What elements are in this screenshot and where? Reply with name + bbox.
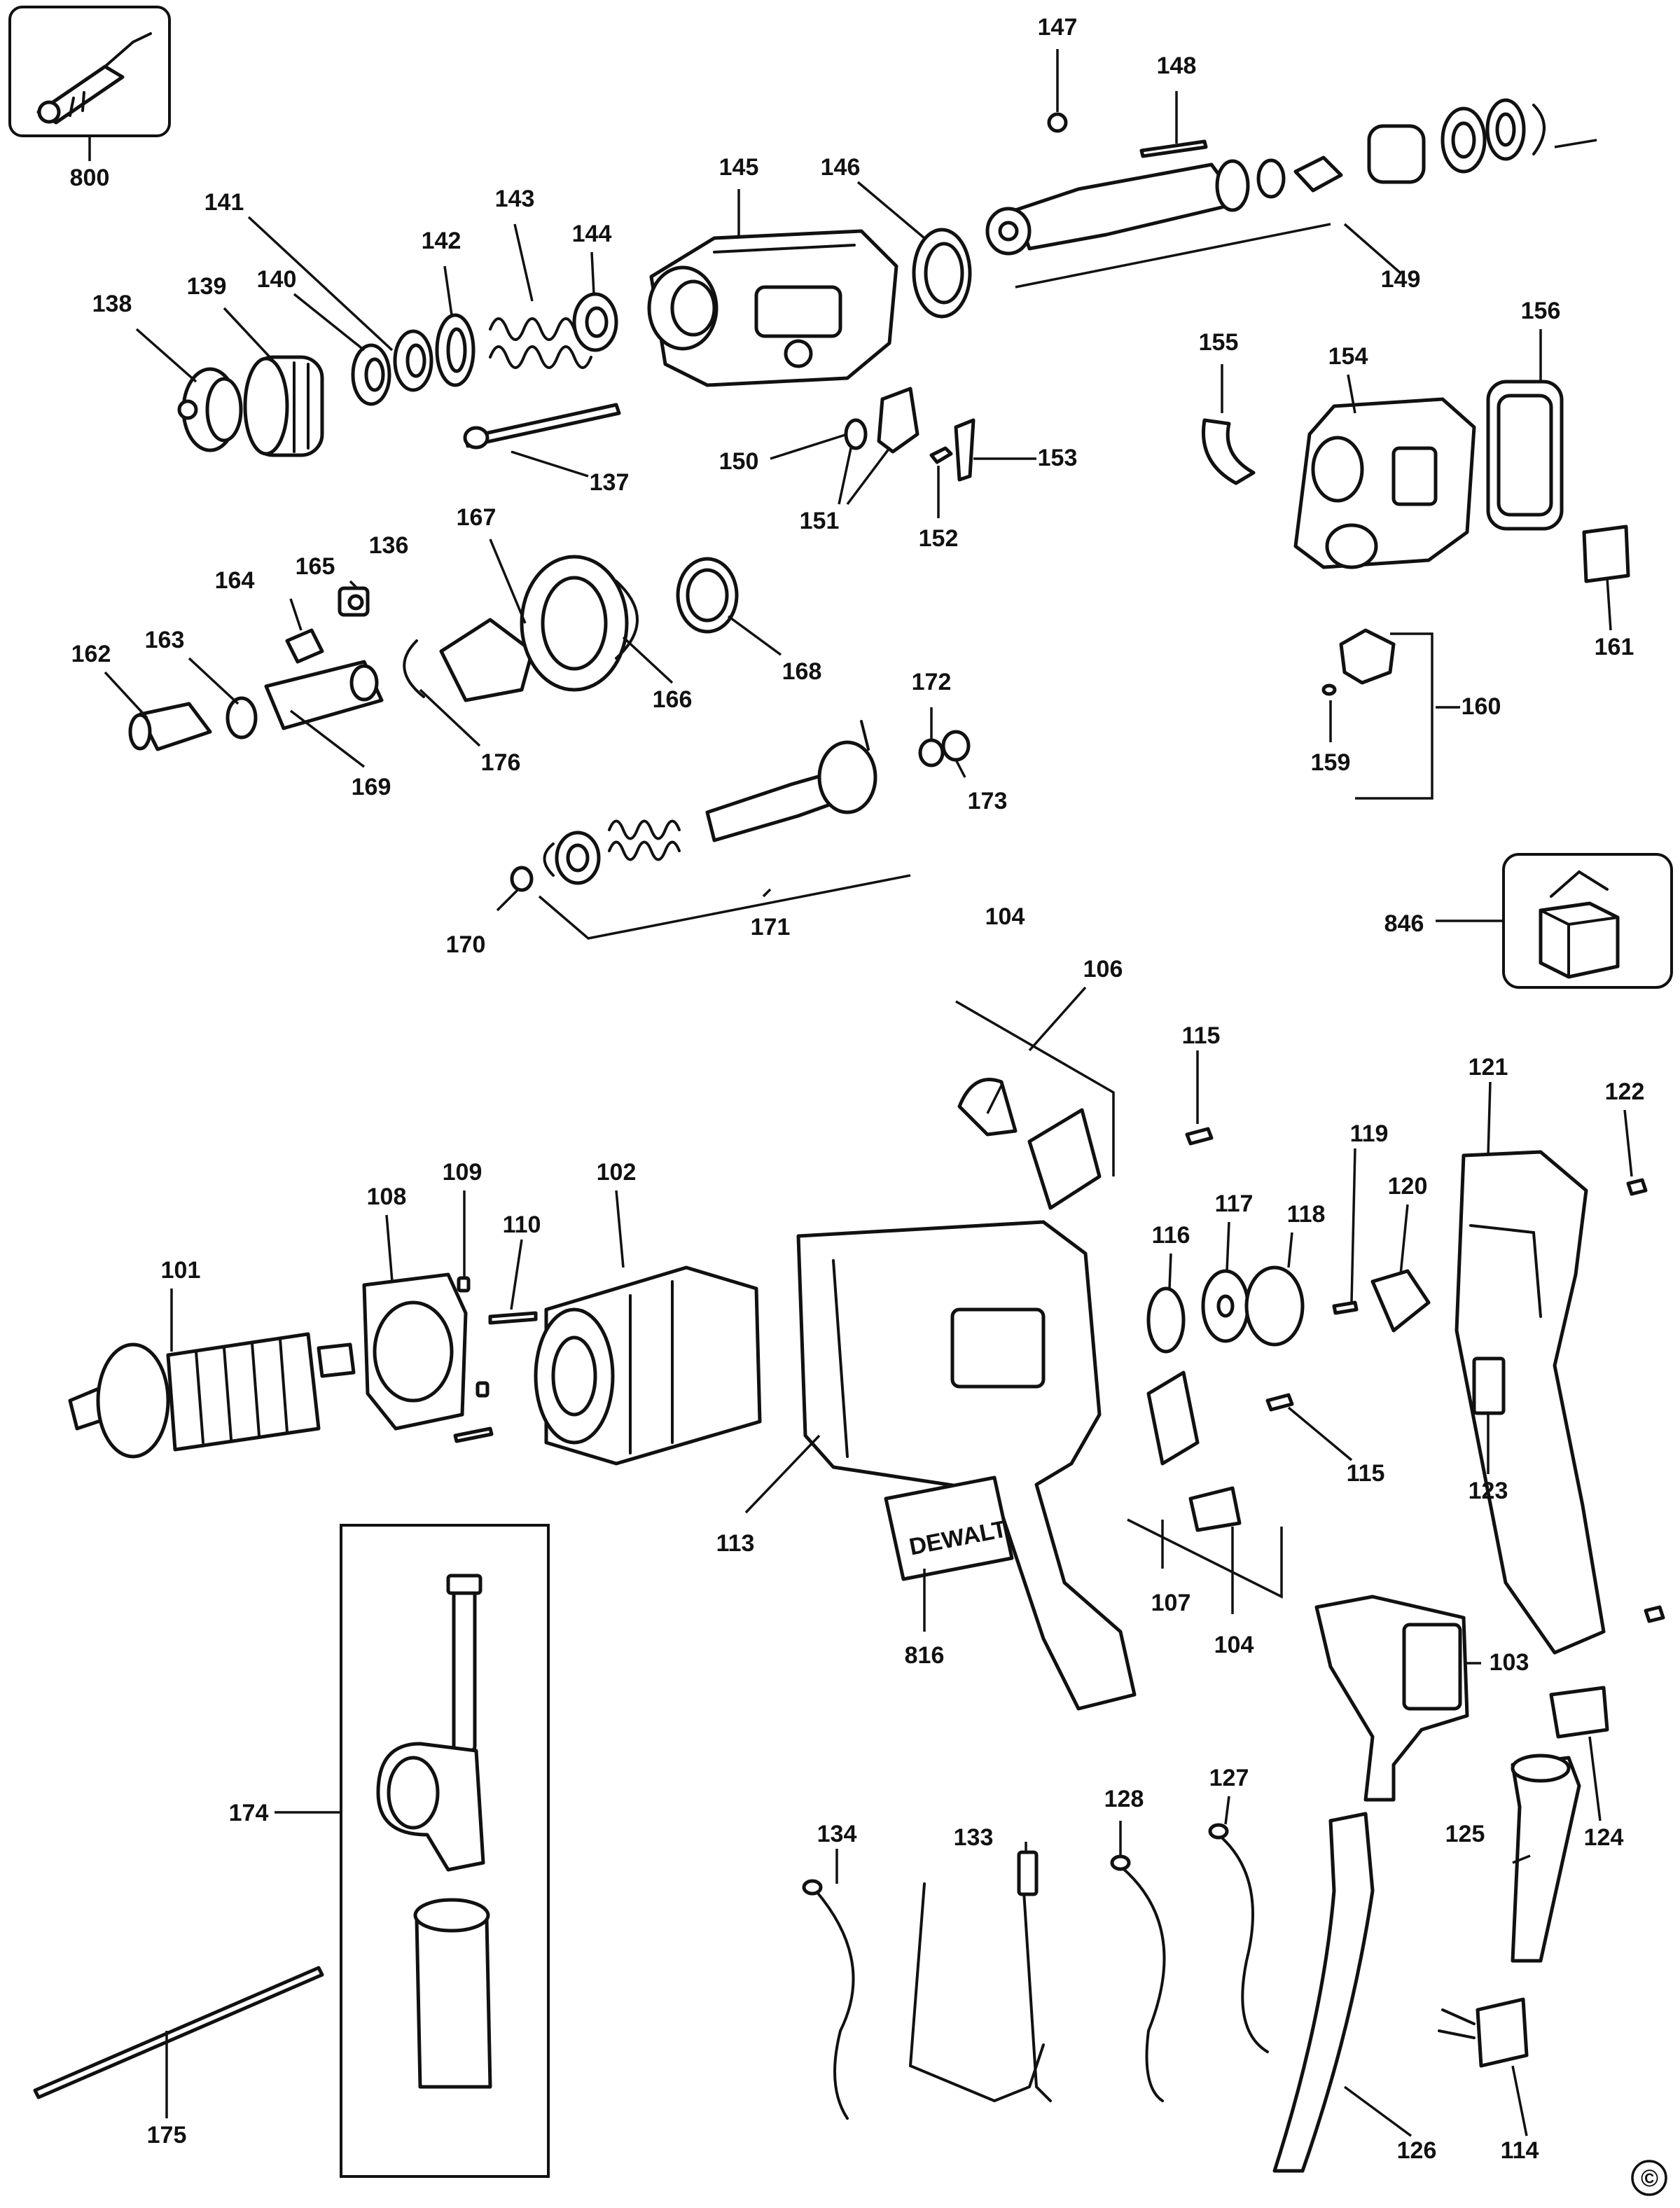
label-109: 109 bbox=[443, 1159, 483, 1186]
label-161: 161 bbox=[1595, 634, 1634, 660]
label-165: 165 bbox=[296, 553, 335, 580]
label-143: 143 bbox=[495, 186, 535, 212]
label-141: 141 bbox=[204, 189, 244, 216]
label-816: 816 bbox=[905, 1642, 945, 1669]
label-147: 147 bbox=[1038, 14, 1078, 41]
label-172: 172 bbox=[912, 669, 952, 695]
label-103: 103 bbox=[1490, 1649, 1529, 1676]
label-164: 164 bbox=[215, 567, 255, 594]
label-122: 122 bbox=[1605, 1078, 1645, 1105]
hammer-group bbox=[128, 555, 971, 892]
side-handle-group bbox=[33, 1524, 550, 2178]
label-128: 128 bbox=[1104, 1786, 1144, 1812]
wiring-group bbox=[802, 1812, 1375, 2173]
label-846: 846 bbox=[1384, 910, 1424, 937]
label-156: 156 bbox=[1521, 298, 1561, 324]
label-166: 166 bbox=[653, 686, 693, 713]
label-142: 142 bbox=[422, 228, 461, 254]
label-117: 117 bbox=[1215, 1190, 1254, 1217]
label-145: 145 bbox=[719, 154, 759, 181]
label-104-bottom: 104 bbox=[1214, 1632, 1254, 1658]
label-137: 137 bbox=[590, 469, 630, 496]
label-159: 159 bbox=[1311, 749, 1351, 776]
copyright-symbol: © bbox=[1641, 2165, 1658, 2192]
label-139: 139 bbox=[187, 273, 227, 300]
label-118: 118 bbox=[1287, 1201, 1326, 1228]
label-152: 152 bbox=[919, 525, 959, 552]
label-136: 136 bbox=[369, 532, 409, 559]
motor-group: DEWALT bbox=[68, 1078, 1665, 2068]
label-125: 125 bbox=[1445, 1821, 1485, 1847]
label-116: 116 bbox=[1152, 1222, 1190, 1249]
label-150: 150 bbox=[719, 448, 759, 475]
label-121: 121 bbox=[1469, 1054, 1508, 1081]
label-127: 127 bbox=[1209, 1765, 1249, 1791]
label-173: 173 bbox=[968, 788, 1008, 814]
label-119: 119 bbox=[1350, 1120, 1389, 1147]
label-101: 101 bbox=[161, 1257, 201, 1284]
label-146: 146 bbox=[821, 154, 861, 181]
label-113: 113 bbox=[716, 1530, 755, 1557]
label-144: 144 bbox=[572, 221, 612, 247]
label-160: 160 bbox=[1462, 693, 1501, 720]
part-846-box bbox=[1502, 853, 1673, 989]
label-163: 163 bbox=[145, 627, 185, 653]
copyright-mark: © bbox=[1631, 2160, 1667, 2196]
label-162: 162 bbox=[71, 641, 111, 667]
label-134: 134 bbox=[817, 1821, 857, 1847]
part-800-box bbox=[8, 6, 171, 161]
label-148: 148 bbox=[1157, 53, 1197, 79]
label-155: 155 bbox=[1199, 329, 1239, 356]
label-133: 133 bbox=[954, 1824, 994, 1851]
label-168: 168 bbox=[782, 658, 822, 685]
label-107: 107 bbox=[1151, 1590, 1191, 1616]
label-104-top: 104 bbox=[985, 903, 1025, 930]
label-110: 110 bbox=[503, 1211, 541, 1238]
label-102: 102 bbox=[597, 1159, 637, 1186]
label-800: 800 bbox=[70, 165, 110, 191]
label-154: 154 bbox=[1328, 343, 1368, 370]
front-group bbox=[177, 98, 1630, 696]
label-115-top: 115 bbox=[1182, 1022, 1221, 1049]
label-140: 140 bbox=[257, 266, 297, 293]
label-171: 171 bbox=[751, 914, 791, 940]
label-114: 114 bbox=[1501, 2137, 1539, 2164]
label-167: 167 bbox=[457, 504, 497, 531]
label-169: 169 bbox=[352, 774, 391, 800]
label-175: 175 bbox=[147, 2122, 187, 2148]
label-123: 123 bbox=[1469, 1478, 1508, 1504]
label-149: 149 bbox=[1381, 266, 1421, 293]
label-124: 124 bbox=[1584, 1824, 1624, 1851]
dewalt-label bbox=[884, 1476, 1014, 1581]
label-170: 170 bbox=[446, 931, 486, 958]
label-153: 153 bbox=[1038, 445, 1078, 471]
label-126: 126 bbox=[1397, 2137, 1437, 2164]
part-labels: 800 147 148 145 146 149 141 143 144 142 … bbox=[70, 14, 1645, 2164]
label-176: 176 bbox=[481, 749, 521, 776]
label-151: 151 bbox=[800, 508, 840, 534]
label-174: 174 bbox=[229, 1800, 269, 1826]
label-108: 108 bbox=[367, 1183, 407, 1210]
label-138: 138 bbox=[92, 291, 132, 317]
label-106: 106 bbox=[1083, 956, 1123, 983]
label-115-bottom: 115 bbox=[1347, 1460, 1385, 1487]
label-120: 120 bbox=[1388, 1173, 1428, 1200]
leader-lines bbox=[104, 49, 1633, 2137]
